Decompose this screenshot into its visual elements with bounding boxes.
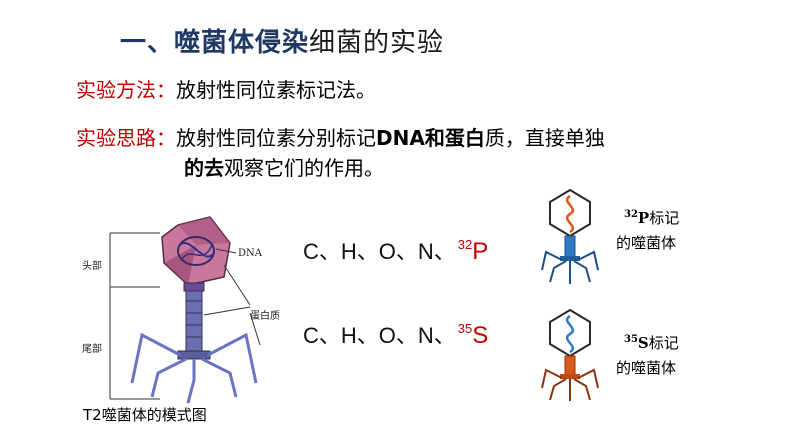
phage-p-label-line1: 32P标记	[624, 202, 679, 231]
phage-s-el: S	[637, 334, 649, 352]
idea-and: 和	[424, 126, 445, 150]
phage-model-diagram	[109, 216, 261, 404]
diagram-caption: T2噬菌体的模式图	[83, 406, 207, 424]
idea-protein: 蛋白	[444, 126, 485, 150]
idea-line2-b: 观察它们的作用。	[224, 156, 384, 180]
idea-dna: DNA	[376, 126, 425, 150]
title-rest: 细菌的实验	[309, 28, 445, 58]
idea-line2-a: 的去	[184, 156, 224, 180]
page-title: 一、噬菌体侵染细菌的实验	[120, 22, 444, 59]
phage-s-line2: 的噬菌体	[616, 359, 677, 377]
method-label: 实验方法：	[76, 78, 176, 102]
protein-label: 蛋白质	[250, 311, 280, 322]
formula-p-elements: C、H、O、N、	[303, 239, 456, 264]
idea-row-2: 的去观察它们的作用。	[184, 152, 384, 181]
idea-line1-a: 放射性同位素分别标记	[176, 126, 376, 150]
phage-p-icon	[541, 188, 599, 284]
phage-s-label-line1: 35S标记	[624, 327, 679, 356]
phage-p-line2: 的噬菌体	[616, 234, 677, 252]
phage-p-label: 32P标记 的噬菌体	[616, 202, 679, 256]
formula-s-iso: 35	[457, 321, 473, 336]
method-text: 放射性同位素标记法。	[176, 78, 376, 102]
formula-s: C、H、O、N、35S	[303, 318, 488, 350]
idea-line1-b: 质，直接单独	[484, 126, 605, 150]
formula-s-elements: C、H、O、N、	[303, 323, 456, 348]
formula-p-el: P	[472, 238, 489, 265]
phage-s-line1: 标记	[648, 334, 679, 352]
tail-label: 尾部	[82, 344, 102, 355]
formula-s-el: S	[472, 322, 489, 349]
formula-p-iso: 32	[457, 237, 473, 252]
formula-p: C、H、O、N、32P	[303, 234, 488, 266]
method-row: 实验方法：放射性同位素标记法。	[76, 74, 376, 103]
phage-s-iso: 35	[624, 334, 638, 345]
phage-s-label: 35S标记 的噬菌体	[616, 327, 679, 381]
phage-s-icon	[541, 308, 599, 401]
title-bold: 一、噬菌体侵染	[120, 28, 310, 58]
dna-label: DNA	[238, 248, 262, 259]
phage-p-line1: 标记	[649, 209, 680, 227]
phage-p-el: P	[637, 209, 650, 227]
phage-p-iso: 32	[624, 209, 638, 220]
idea-label: 实验思路：	[76, 126, 176, 150]
idea-row: 实验思路：放射性同位素分别标记DNA和蛋白质，直接单独	[76, 122, 605, 151]
head-label: 头部	[82, 261, 102, 272]
